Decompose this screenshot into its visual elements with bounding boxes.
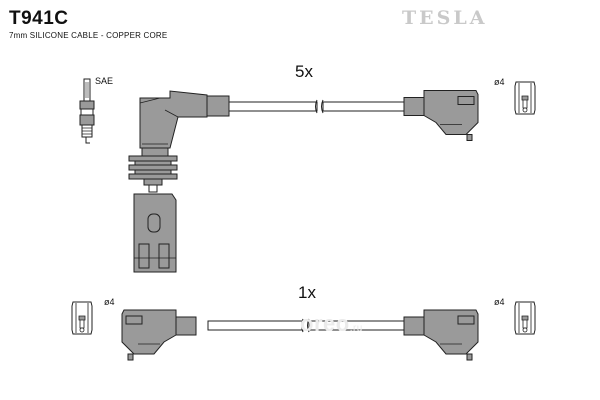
lower-left-terminal-diameter: ø4 xyxy=(104,297,115,307)
lower-left-terminal-icon xyxy=(71,301,93,335)
spark-plug-standard-label: SAE xyxy=(95,76,114,86)
brand-logo: TESLA xyxy=(402,7,488,29)
lower-lead xyxy=(121,309,479,361)
cable-spec: 7mm SILICONE CABLE - COPPER CORE xyxy=(9,31,168,40)
spark-plug-icon xyxy=(79,78,95,144)
part-code: T941C xyxy=(9,8,69,29)
lower-right-terminal-diameter: ø4 xyxy=(494,297,505,307)
upper-quantity: 5x xyxy=(295,62,313,81)
lower-quantity: 1x xyxy=(298,283,316,302)
upper-lead-coil-end xyxy=(403,90,479,141)
lower-right-terminal-icon xyxy=(514,301,536,335)
lower-lead-right-boot xyxy=(403,309,479,361)
watermark-text: oreo xyxy=(300,311,350,336)
upper-lead-plug-end xyxy=(128,90,230,273)
watermark: oreo.ru xyxy=(300,311,363,337)
upper-cable xyxy=(228,99,407,114)
upper-terminal-diameter: ø4 xyxy=(494,77,505,87)
watermark-tld: .ru xyxy=(349,323,363,334)
upper-terminal-icon xyxy=(514,81,536,115)
lower-lead-left-boot xyxy=(121,309,197,361)
